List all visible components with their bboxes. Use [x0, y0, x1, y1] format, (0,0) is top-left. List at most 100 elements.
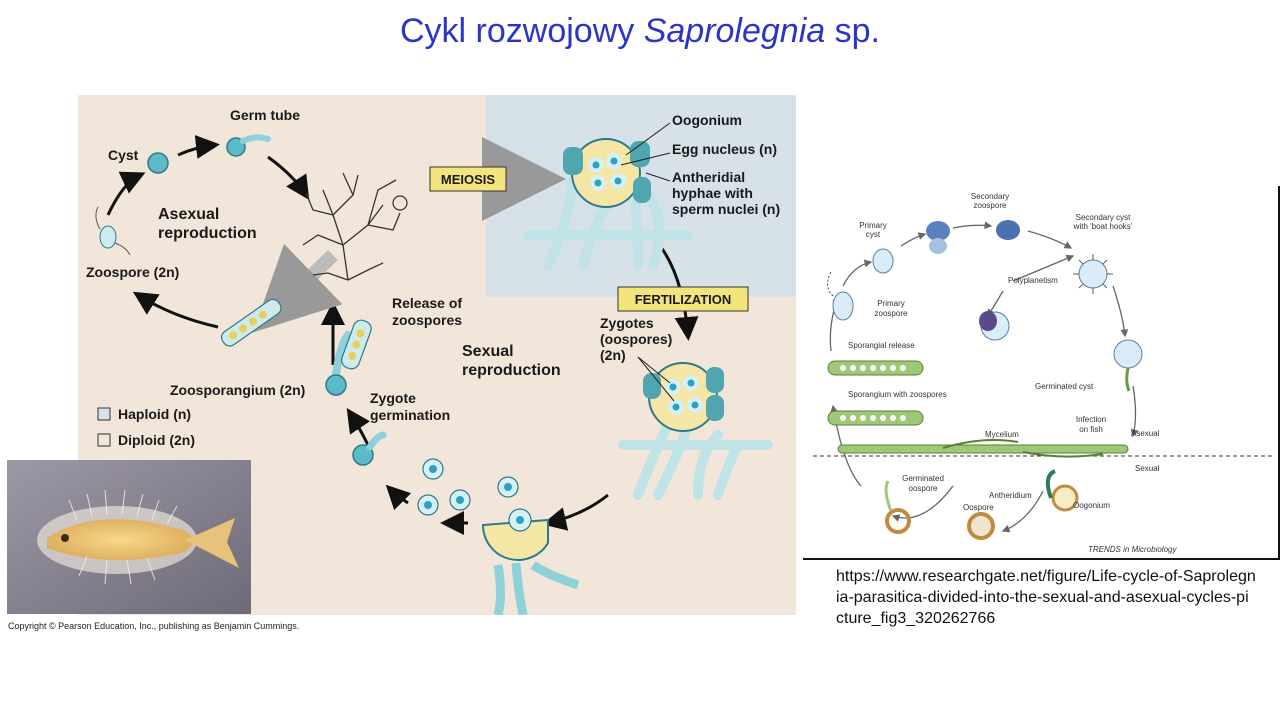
legend-diploid: Diploid (2n) [118, 432, 195, 448]
sporangium-with-zoospores [341, 319, 372, 370]
cycle-arrow [177, 135, 220, 159]
zoosporangium-releasing [220, 298, 282, 347]
antheridium [563, 147, 583, 175]
cycle-arrow [385, 484, 412, 511]
zoospore-label: Zoospore (2n) [86, 264, 179, 280]
label: Sexual [1135, 464, 1160, 473]
label: with 'boat hooks' [1073, 222, 1133, 231]
zygote-germination-label: germination [370, 407, 450, 423]
antheridium [706, 395, 724, 421]
label: Oogonium [1073, 501, 1110, 510]
label: Secondary [971, 192, 1009, 201]
antheridial-label: sperm nuclei (n) [672, 201, 780, 217]
germinated-oospore [885, 508, 911, 534]
release-label: Release of [392, 295, 462, 311]
top-hyphae [523, 175, 693, 270]
zygote-germinating [352, 444, 374, 466]
label: cyst [866, 230, 881, 239]
primary-cyst [872, 248, 894, 274]
legend-diploid-swatch [97, 433, 111, 447]
zoosporangium [325, 374, 347, 396]
label: Mycelium [985, 430, 1019, 439]
flagellum [114, 242, 131, 256]
label: Antheridium [989, 491, 1032, 500]
fertilization-box [617, 286, 749, 312]
label: Polyplanetism [1008, 276, 1058, 285]
zygotes-label: (2n) [600, 347, 626, 363]
saprolegnia-parasitica-life-cycle: Secondary zoospore Primary cyst Secondar… [803, 186, 1280, 560]
zoospores [840, 365, 906, 421]
copyright-text: Copyright © Pearson Education, Inc., pub… [8, 621, 300, 631]
label: Oospore [963, 503, 994, 512]
grey-arrow [252, 243, 343, 333]
cyst-label: Cyst [108, 147, 139, 163]
slide-title: Cykl rozwojowy Saprolegnia sp. [399, 12, 880, 50]
label: zoospore [974, 201, 1007, 210]
antheridial-label: Antheridial [672, 169, 745, 185]
asexual-label: reproduction [158, 225, 257, 242]
label: oospore [909, 484, 938, 493]
label: zoospore [875, 309, 908, 318]
meiosis-box [429, 166, 507, 192]
top-oogonium [571, 138, 641, 208]
germinated-cyst [1113, 339, 1143, 369]
label: Infection [1076, 415, 1106, 424]
label: Sporangial release [848, 341, 915, 350]
cycle-arrow [106, 171, 146, 216]
secondary-zoospore-2 [996, 220, 1020, 240]
egg-nucleus-label: Egg nucleus (n) [672, 141, 777, 157]
oogonium-label: Oogonium [672, 112, 742, 128]
secondary-cyst [1078, 259, 1108, 289]
legend-haploid: Haploid (n) [118, 406, 191, 422]
germ-tube [240, 134, 271, 144]
cyst [147, 152, 169, 174]
zygotes-label: Zygotes [600, 315, 654, 331]
cycle-arrow [346, 408, 370, 446]
cycle-arrow [267, 155, 310, 201]
fertilization-label: FERTILIZATION [635, 292, 732, 307]
boat-hooks [1073, 254, 1113, 294]
oogonium [1051, 484, 1079, 512]
oospore [967, 512, 995, 540]
cycle-arrow [132, 291, 219, 329]
mycelium-oogonium [392, 195, 408, 211]
cycle-arrow [542, 493, 609, 531]
zygote-germination-label: Zygote [370, 390, 416, 406]
label: Germinated [902, 474, 944, 483]
ruptured-oogonium [481, 518, 549, 561]
label: Germinated cyst [1035, 382, 1094, 391]
germ-tube-label: Germ tube [230, 107, 300, 123]
asexual-label: Asexual [158, 206, 219, 223]
label: Secondary cyst [1076, 213, 1131, 222]
germinating-tube [366, 431, 387, 451]
antheridial-label: hyphae with [672, 185, 753, 201]
label: Primary [877, 299, 905, 308]
sexual-label: reproduction [462, 362, 561, 379]
meiosis-label: MEIOSIS [441, 172, 496, 187]
legend-haploid-swatch [97, 407, 111, 421]
label: on fish [1079, 425, 1103, 434]
antheridium [630, 141, 650, 167]
released-oospores [417, 458, 519, 516]
flagellum [95, 206, 101, 230]
antheridium [643, 373, 661, 399]
sexual-label: Sexual [462, 343, 514, 360]
infected-fish-photo [7, 460, 251, 614]
bottom-hyphae [493, 561, 580, 615]
zoospore [99, 225, 117, 249]
label: Sporangium with zoospores [848, 390, 947, 399]
credit: TRENDS in Microbiology [1088, 545, 1177, 554]
mycelium [302, 172, 401, 281]
secondary-zoospore [926, 221, 950, 241]
source-url[interactable]: https://www.researchgate.net/figure/Life… [836, 568, 1256, 627]
zygotes-label: (oospores) [600, 331, 672, 347]
zygote-hyphae [618, 420, 773, 500]
mycelium [837, 444, 1129, 454]
release-label: zoospores [392, 312, 462, 328]
zoosporangium-label: Zoosporangium (2n) [170, 382, 305, 398]
sporangium-stalk [332, 331, 352, 379]
primary-zoospore [832, 291, 854, 321]
antheridium [706, 367, 724, 393]
antheridium [1045, 469, 1056, 499]
label: Primary [859, 221, 887, 230]
